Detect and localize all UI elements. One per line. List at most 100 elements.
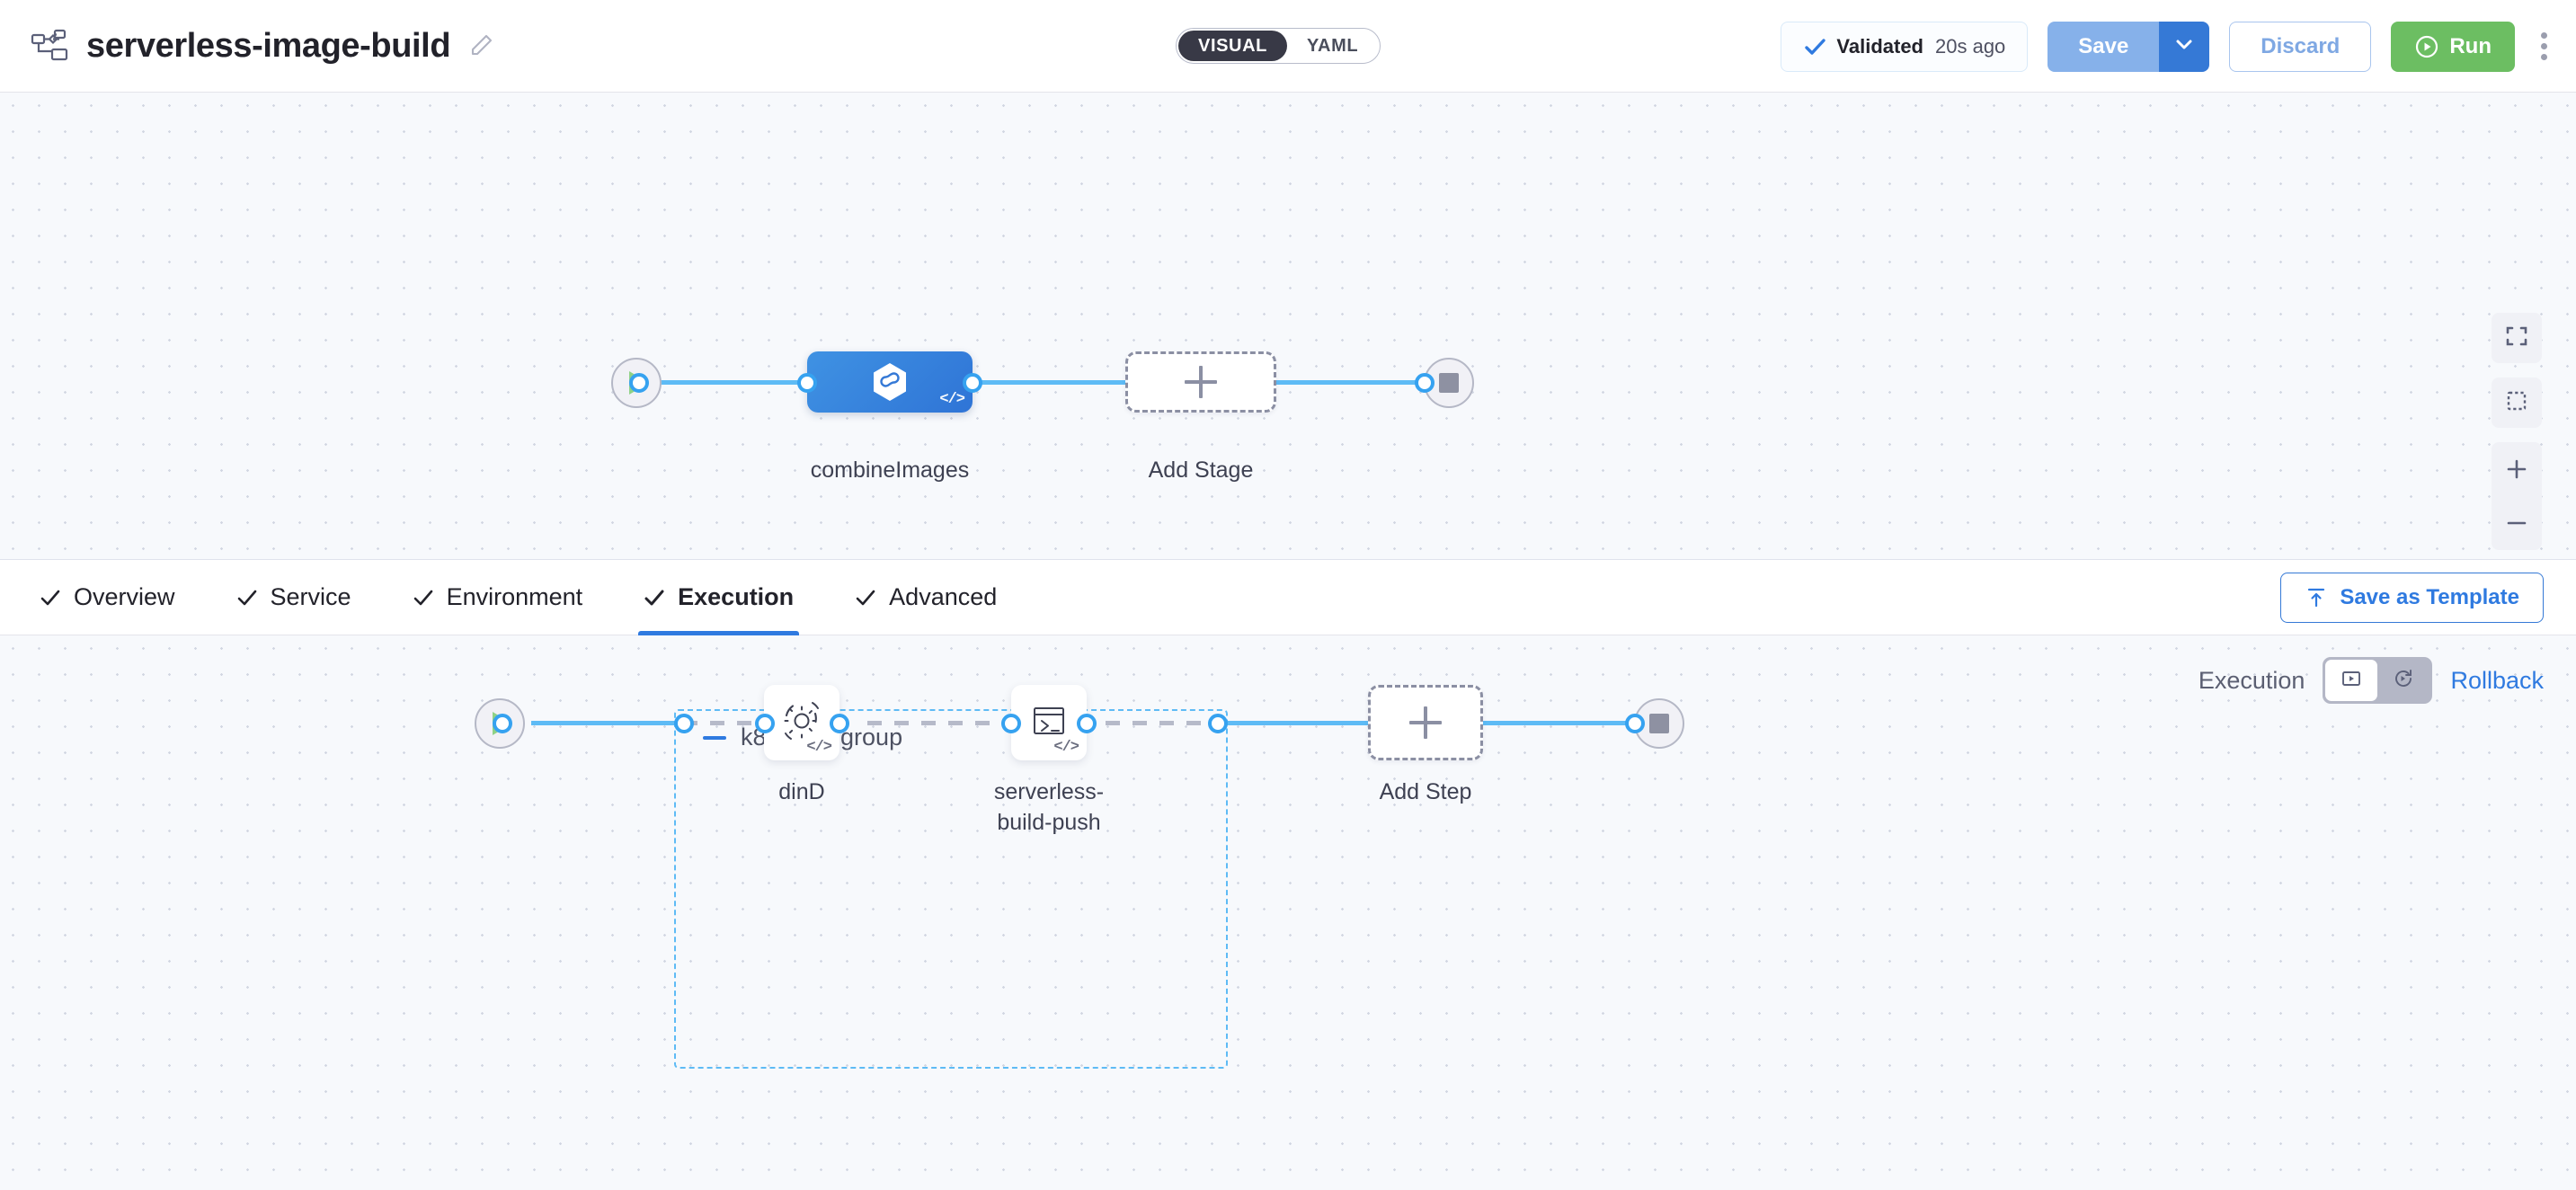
start-node-port[interactable] bbox=[629, 373, 649, 393]
edge-addstage-to-end bbox=[1276, 380, 1431, 385]
stage-canvas[interactable]: </> combineImages Add Stage bbox=[0, 93, 2576, 560]
tab-label: Overview bbox=[74, 583, 175, 610]
rollback-mode-button[interactable] bbox=[2377, 660, 2429, 701]
status-badge-validated: Validated 20s ago bbox=[1781, 21, 2029, 72]
save-dropdown-button[interactable] bbox=[2159, 21, 2210, 72]
mode-toggle-group: VISUAL YAML bbox=[1176, 28, 1381, 64]
edge-group-to-addstep bbox=[1218, 721, 1371, 725]
harness-hexagon-icon bbox=[869, 361, 910, 403]
stop-icon bbox=[1649, 714, 1669, 733]
template-upload-icon bbox=[2305, 586, 2328, 609]
save-as-template-button[interactable]: Save as Template bbox=[2280, 573, 2544, 623]
add-step-button[interactable] bbox=[1368, 685, 1483, 760]
stage-code-badge: </> bbox=[939, 391, 965, 408]
selection-box-button[interactable] bbox=[2492, 377, 2542, 428]
step-group-entry-port[interactable] bbox=[674, 714, 694, 733]
tab-label: Service bbox=[270, 583, 351, 610]
check-icon bbox=[644, 587, 665, 608]
check-icon bbox=[1803, 35, 1826, 58]
fit-to-screen-button[interactable] bbox=[2492, 313, 2542, 363]
step-code-badge: </> bbox=[1053, 739, 1079, 756]
fit-to-screen-icon bbox=[2504, 324, 2529, 353]
edge-buildpush-to-group-exit bbox=[1106, 721, 1222, 725]
end-node-port[interactable] bbox=[1415, 373, 1435, 393]
stage-node-combineimages[interactable]: </> bbox=[807, 351, 973, 413]
stage-output-port[interactable] bbox=[963, 373, 982, 393]
edge-start-to-stage bbox=[644, 380, 814, 385]
tab-label: Environment bbox=[446, 583, 583, 610]
plus-icon bbox=[1409, 706, 1442, 739]
zoom-in-button[interactable] bbox=[2492, 442, 2542, 496]
pipeline-nodes-icon bbox=[31, 28, 70, 64]
zoom-in-icon bbox=[2507, 459, 2527, 479]
step-group-k8s[interactable]: k8s-step-group bbox=[674, 709, 1228, 1069]
edge-start-to-group bbox=[531, 721, 693, 725]
terminal-icon bbox=[1034, 707, 1064, 735]
dind-output-port[interactable] bbox=[830, 714, 849, 733]
tab-label: Execution bbox=[678, 583, 795, 610]
check-icon bbox=[40, 587, 61, 608]
execution-rollback-toggle[interactable] bbox=[2323, 657, 2433, 704]
execution-end-node[interactable] bbox=[1634, 698, 1684, 749]
edge-stage-to-addstage bbox=[971, 380, 1125, 385]
page-title: serverless-image-build bbox=[86, 26, 451, 65]
selection-box-icon bbox=[2504, 388, 2529, 418]
buildpush-output-port[interactable] bbox=[1077, 714, 1097, 733]
buildpush-input-port[interactable] bbox=[1001, 714, 1021, 733]
stage-input-port[interactable] bbox=[797, 373, 817, 393]
step-node-dind[interactable]: </> bbox=[764, 685, 839, 760]
app-header: serverless-image-build VISUAL YAML Valid… bbox=[0, 0, 2576, 93]
execution-end-port[interactable] bbox=[1625, 714, 1645, 733]
edge-addstep-to-end bbox=[1479, 721, 1641, 725]
gear-rotate-icon bbox=[784, 702, 819, 741]
execution-step-canvas[interactable]: Execution Rol bbox=[0, 635, 2576, 1190]
step-label-dind: dinD bbox=[778, 779, 825, 804]
add-step-label: Add Step bbox=[1379, 779, 1472, 804]
toggle-option-visual[interactable]: VISUAL bbox=[1178, 31, 1287, 61]
step-code-badge: </> bbox=[806, 739, 832, 756]
check-icon bbox=[236, 587, 258, 608]
run-label: Run bbox=[2449, 33, 2492, 58]
tab-service[interactable]: Service bbox=[236, 560, 351, 635]
add-stage-label: Add Stage bbox=[1148, 457, 1254, 483]
validated-label: Validated bbox=[1836, 34, 1923, 58]
step-group-exit-port[interactable] bbox=[1208, 714, 1228, 733]
zoom-out-button[interactable] bbox=[2492, 496, 2542, 550]
check-icon bbox=[855, 587, 876, 608]
chevron-down-icon bbox=[2172, 32, 2196, 60]
zoom-controls bbox=[2492, 442, 2542, 550]
check-icon bbox=[413, 587, 434, 608]
pencil-edit-icon[interactable] bbox=[466, 31, 495, 60]
play-circle-icon bbox=[2414, 34, 2439, 59]
add-stage-button[interactable] bbox=[1125, 351, 1276, 413]
execution-label: Execution bbox=[2198, 666, 2305, 694]
step-node-serverless-build-push[interactable]: </> bbox=[1011, 685, 1087, 760]
stop-icon bbox=[1439, 373, 1459, 393]
edge-group-entry-to-dind bbox=[683, 721, 784, 725]
plus-icon bbox=[1185, 366, 1217, 398]
tab-overview[interactable]: Overview bbox=[40, 560, 175, 635]
toggle-option-yaml[interactable]: YAML bbox=[1306, 36, 1359, 56]
step-label-serverless-build-push: serverless- build-push bbox=[993, 779, 1105, 835]
zoom-out-icon bbox=[2507, 521, 2527, 525]
save-button-group: Save bbox=[2047, 21, 2210, 72]
execution-play-box-icon bbox=[2340, 667, 2363, 695]
rollback-rotate-icon bbox=[2392, 667, 2415, 695]
save-as-template-label: Save as Template bbox=[2340, 585, 2519, 609]
visual-yaml-toggle[interactable]: VISUAL YAML bbox=[1176, 28, 1381, 64]
save-button[interactable]: Save bbox=[2047, 21, 2160, 72]
rollback-link[interactable]: Rollback bbox=[2450, 666, 2544, 694]
tab-execution[interactable]: Execution bbox=[638, 560, 800, 635]
run-button[interactable]: Run bbox=[2391, 21, 2515, 72]
tab-environment[interactable]: Environment bbox=[413, 560, 583, 635]
kebab-menu-icon[interactable] bbox=[2535, 25, 2553, 67]
execution-mode-button[interactable] bbox=[2325, 660, 2378, 701]
execution-rollback-bar: Execution Rol bbox=[2198, 657, 2544, 704]
minus-collapse-icon[interactable] bbox=[703, 735, 726, 740]
stage-config-tabs: Overview Service Environment Execution A… bbox=[0, 560, 2576, 635]
dind-input-port[interactable] bbox=[755, 714, 775, 733]
tab-label: Advanced bbox=[889, 583, 998, 610]
discard-button[interactable]: Discard bbox=[2229, 21, 2372, 72]
execution-start-port[interactable] bbox=[493, 714, 512, 733]
tab-advanced[interactable]: Advanced bbox=[855, 560, 997, 635]
